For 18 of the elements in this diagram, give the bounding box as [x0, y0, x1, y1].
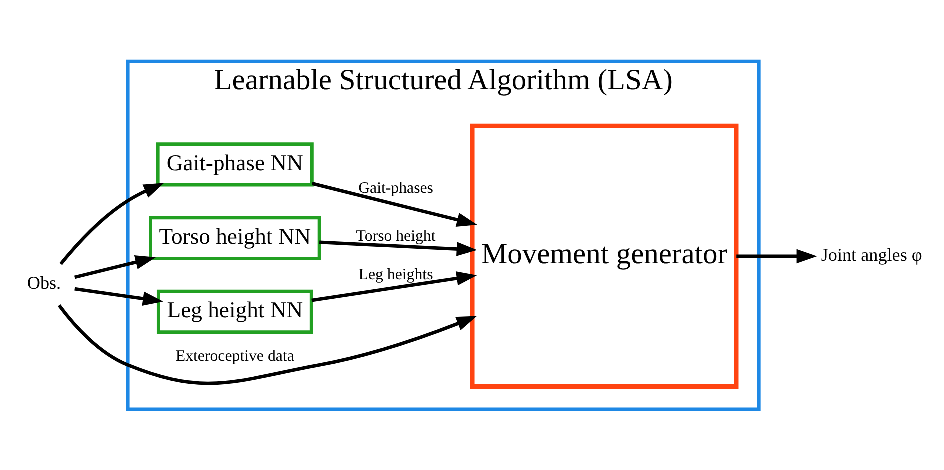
node-text: Joint angles φ [820, 244, 922, 264]
arrow [74, 286, 163, 306]
arrow [311, 182, 477, 226]
edge-label: Exteroceptive data [175, 347, 294, 364]
arrow [57, 304, 477, 385]
arrow [311, 271, 477, 302]
edge-label: Leg heights [358, 266, 433, 283]
arrow [74, 254, 156, 279]
node-box: Movement generator [470, 123, 738, 388]
node-box: Leg height NN [156, 289, 313, 334]
edge-label: Gait-phases [358, 180, 433, 197]
node-box: Torso height NN [148, 216, 321, 260]
arrow [736, 248, 817, 264]
arrow [318, 240, 477, 256]
node-box: Gait-phase NN [156, 142, 314, 186]
arrow [59, 182, 164, 265]
node-text: Obs. [26, 272, 61, 293]
edge-label: Torso height [356, 227, 436, 244]
